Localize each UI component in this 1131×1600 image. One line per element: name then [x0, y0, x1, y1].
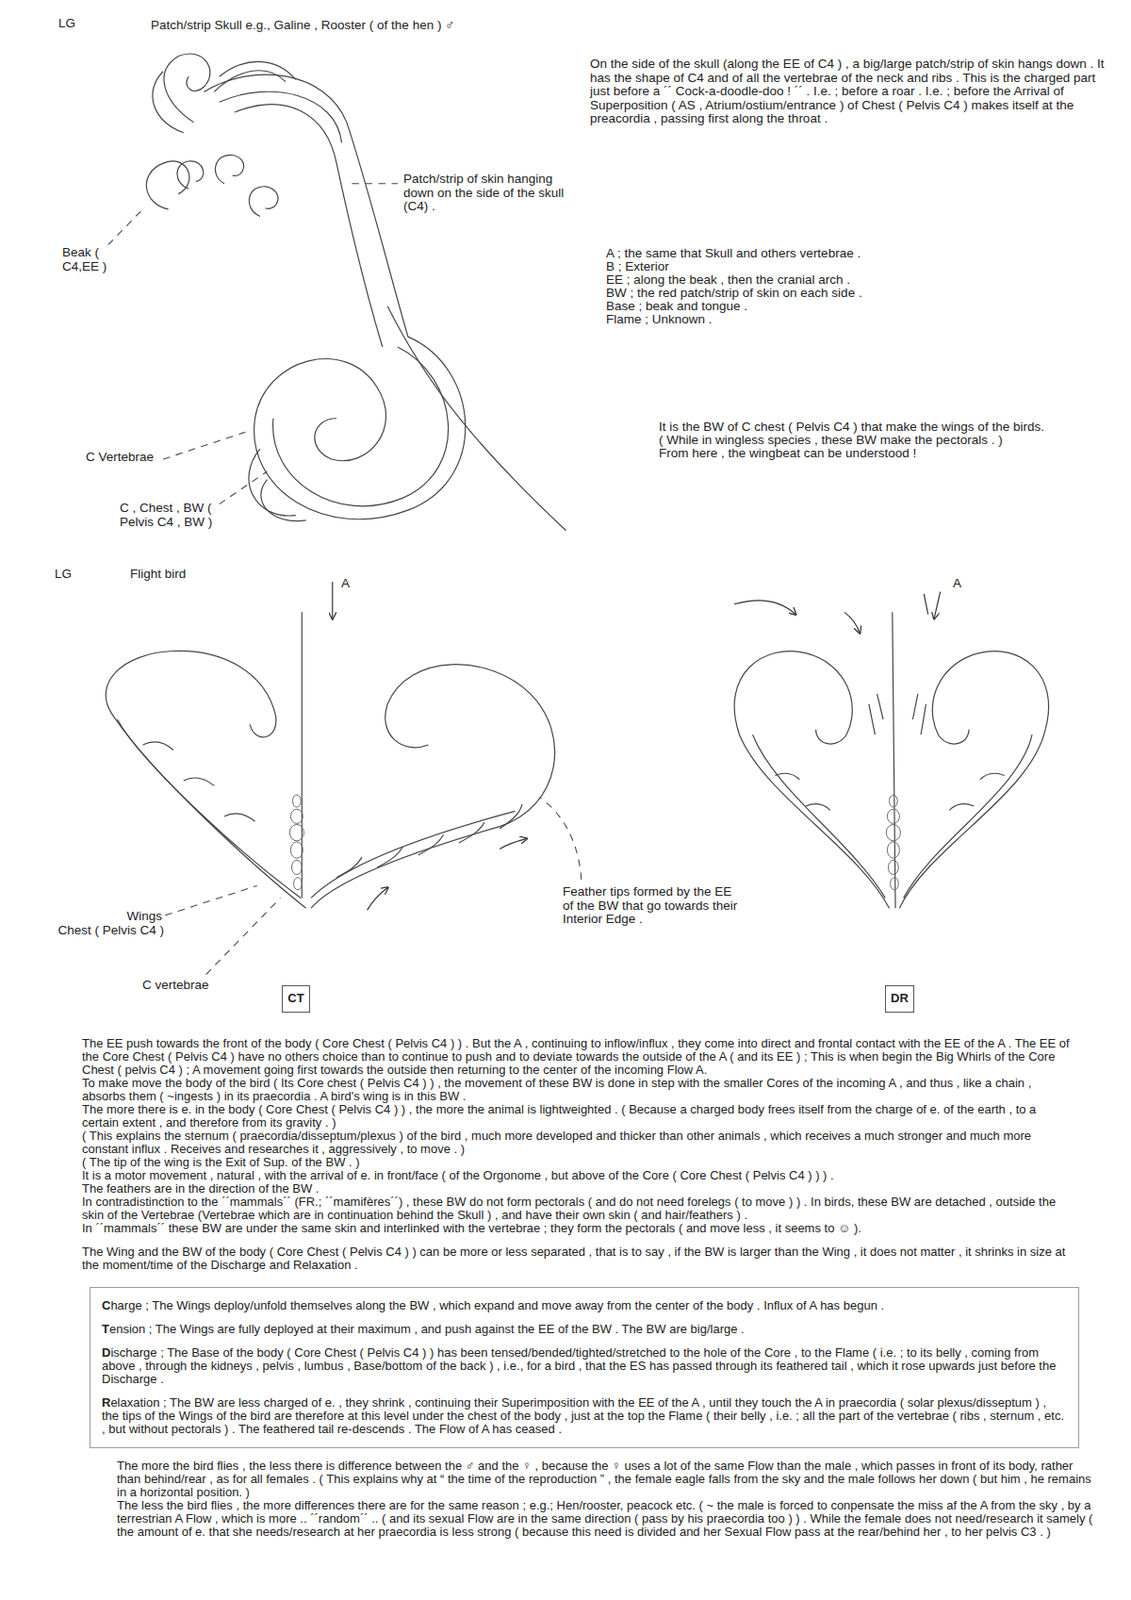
phase-text: Charge ; The Wings deploy/unfold themsel… [101, 1298, 1066, 1312]
body-paragraph: In contradistinction to the ´´mammals´´ … [81, 1195, 1072, 1222]
part-label: Beak ( C4,EE ) [62, 245, 138, 274]
body-paragraph: The Wing and the BW of the body ( Core C… [81, 1245, 1072, 1272]
note-text: On the side of the skull (along the EE o… [590, 57, 1118, 127]
part-label: C , Chest , BW ( Pelvis C4 , BW ) [119, 501, 235, 529]
body-paragraph: The feathers are in the direction of the… [81, 1181, 1072, 1196]
section-tag: LG [58, 16, 76, 32]
view-box: CT [281, 984, 311, 1013]
phase-text: Relaxation ; The BW are less charged of … [101, 1395, 1066, 1436]
body-paragraph: The more the bird flies , the less there… [116, 1458, 1094, 1499]
part-label: C Vertebrae [85, 450, 154, 465]
text-column: The more the bird flies , the less there… [116, 1458, 1094, 1539]
view-tag: DR [890, 990, 909, 1005]
note-line: From here , the wingbeat can be understo… [658, 446, 917, 461]
legend-line: Flame ; Unknown . [606, 312, 713, 328]
note-line: It is the BW of C chest ( Pelvis C4 ) th… [658, 420, 1045, 435]
flow-label: A [952, 576, 962, 591]
part-label: Patch/strip of skin hanging down on the … [403, 172, 585, 214]
legend-line: Base ; beak and tongue . [606, 299, 748, 314]
phase-text: Tension ; The Wings are fully deployed a… [101, 1322, 1066, 1336]
part-label: Feather tips formed by the EE of the BW … [562, 885, 740, 927]
legend-line: EE ; along the beak , then the cranial a… [606, 273, 851, 288]
body-paragraph: To make move the body of the bird ( Its … [81, 1076, 1072, 1103]
note-line: ( While in wingless species , these BW m… [658, 433, 1003, 448]
legend-line: B ; Exterior [606, 260, 670, 275]
body-paragraph: The more there is e. in the body ( Core … [81, 1102, 1072, 1130]
text-column: The EE push towards the front of the bod… [81, 1036, 1072, 1272]
phase-text: Discharge ; The Base of the body ( Core … [101, 1345, 1066, 1386]
legend-line: BW ; the red patch/strip of skin on each… [606, 286, 863, 301]
part-label: C vertebrae [142, 978, 210, 993]
flow-label: A [341, 576, 350, 591]
section-title: Flight bird [130, 567, 186, 582]
section-tag: LG [54, 567, 72, 582]
body-paragraph: ( The tip of the wing is the Exit of Sup… [81, 1155, 1072, 1169]
phase-box: Charge ; The Wings deploy/unfold themsel… [89, 1286, 1080, 1448]
body-paragraph: ( This explains the sternum ( praecordia… [81, 1129, 1072, 1156]
view-box: DR [885, 984, 915, 1013]
legend-line: A ; the same that Skull and others verte… [606, 246, 861, 262]
view-tag: CT [287, 990, 304, 1005]
section-title: Patch/strip Skull e.g., Galine , Rooster… [150, 18, 455, 33]
part-label: Wings [56, 909, 163, 924]
body-paragraph: It is a motor movement , natural , with … [81, 1168, 1072, 1182]
part-label: Chest ( Pelvis C4 ) [47, 923, 164, 938]
body-paragraph: The less the bird flies , the more diffe… [116, 1498, 1094, 1539]
body-paragraph: The EE push towards the front of the bod… [81, 1036, 1072, 1077]
body-paragraph: In ´´mammals´´ these BW are under the sa… [81, 1221, 1072, 1235]
